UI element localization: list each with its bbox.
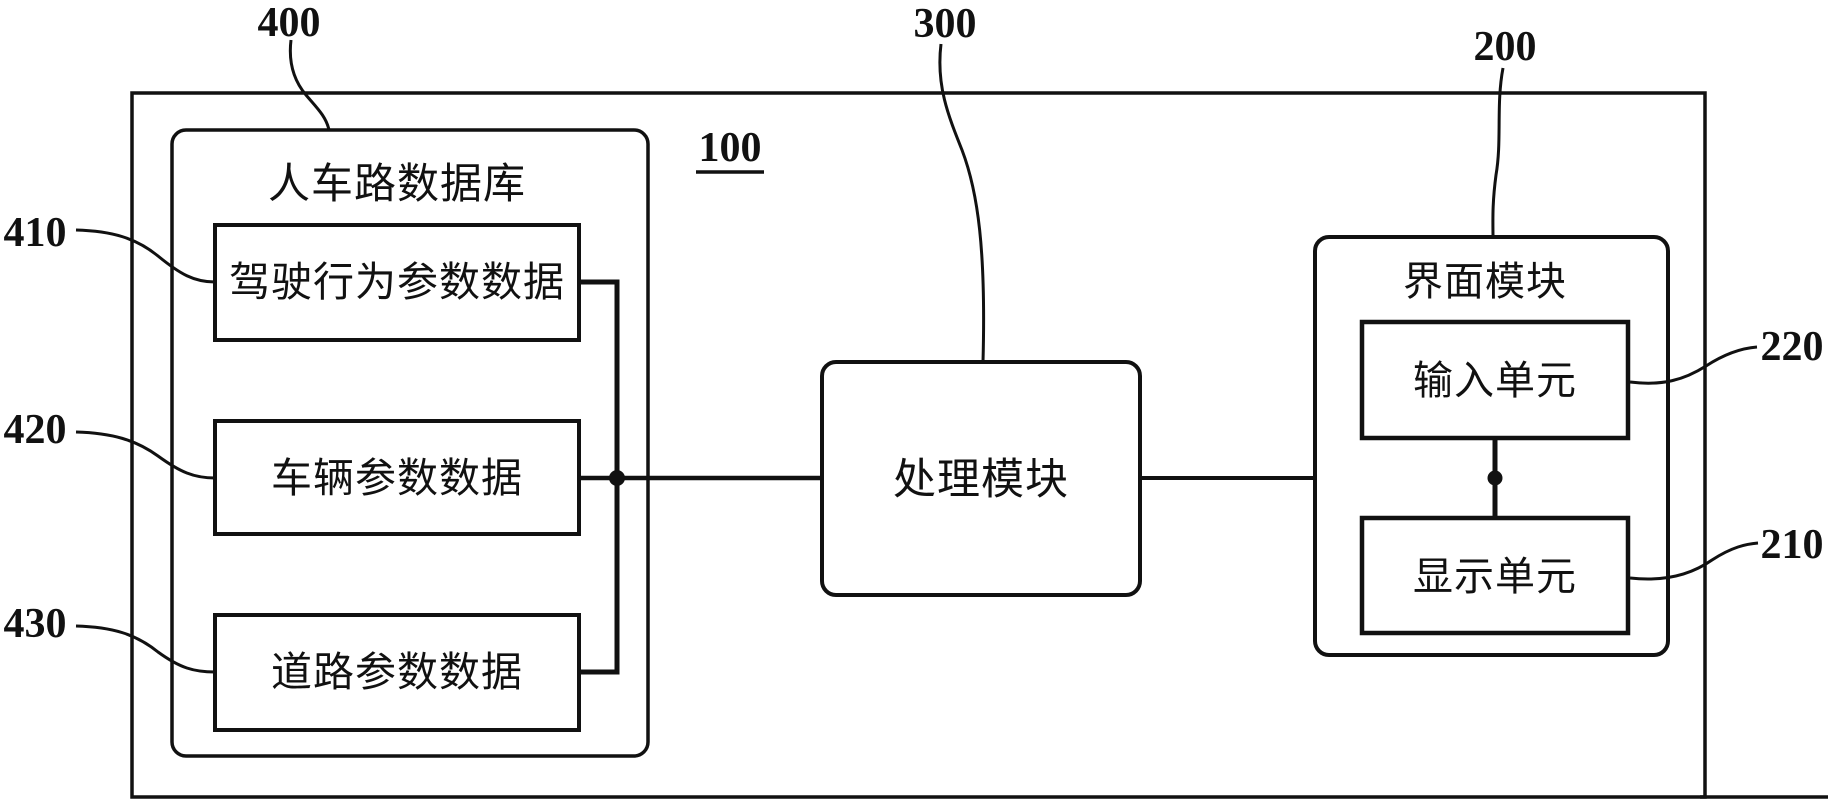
- system-ref-label: 100: [699, 125, 762, 171]
- leader-220: [1629, 345, 1758, 385]
- ref-label-220: 220: [1761, 324, 1824, 370]
- ref-label-420: 420: [4, 407, 67, 453]
- leader-210: [1629, 541, 1759, 581]
- display-unit-label: 显示单元: [1413, 554, 1577, 600]
- leader-430: [75, 624, 216, 674]
- input-unit-label: 输入单元: [1413, 358, 1577, 404]
- ref-label-300: 300: [914, 1, 977, 47]
- leader-300: [938, 43, 986, 363]
- driving-data-label: 驾驶行为参数数据: [229, 258, 565, 306]
- display-unit-box: [1359, 515, 1631, 636]
- leader-420: [75, 430, 216, 480]
- leader-410: [75, 228, 216, 284]
- junction-dot-left: [609, 470, 625, 486]
- ref-label-400: 400: [258, 0, 321, 46]
- ref-label-210: 210: [1761, 522, 1824, 568]
- input-unit-box: [1359, 319, 1631, 441]
- vehicle-data-label: 车辆参数数据: [271, 454, 523, 502]
- processing-label: 处理模块: [893, 455, 1069, 505]
- interface-title: 界面模块: [1403, 259, 1567, 305]
- database-title: 人车路数据库: [268, 159, 526, 208]
- leader-200: [1491, 67, 1505, 238]
- ref-label-200: 200: [1474, 24, 1537, 70]
- ref-label-410: 410: [4, 210, 67, 256]
- vehicle-data-box: [213, 419, 581, 536]
- junction-dot-right: [1487, 470, 1503, 486]
- ref-label-430: 430: [4, 601, 67, 647]
- leader-400: [288, 39, 331, 131]
- road-data-label: 道路参数数据: [271, 648, 523, 696]
